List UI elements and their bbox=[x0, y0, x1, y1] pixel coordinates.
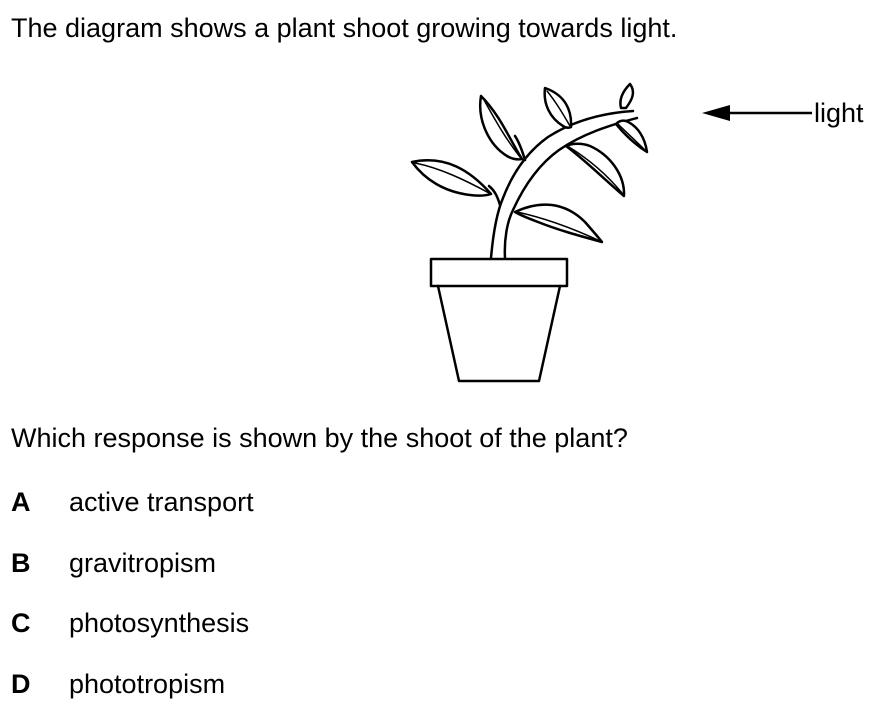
plant-branch bbox=[487, 184, 502, 207]
option-text: active transport bbox=[69, 487, 254, 517]
option-letter: B bbox=[11, 547, 31, 578]
leaf-vein bbox=[617, 123, 646, 151]
leaf-vein bbox=[414, 162, 490, 194]
leaf-vein bbox=[546, 90, 571, 127]
option-letter: C bbox=[11, 608, 31, 638]
option-letter: D bbox=[11, 668, 31, 699]
leaf-vein bbox=[516, 211, 601, 242]
plant-leaf bbox=[410, 159, 493, 197]
plant-leaf bbox=[619, 82, 635, 110]
pot-body bbox=[436, 284, 562, 383]
leaf-vein bbox=[483, 99, 521, 158]
question-stem: The diagram shows a plant shoot growing … bbox=[11, 13, 678, 43]
pot-rim bbox=[429, 257, 569, 288]
plant-leaf bbox=[564, 142, 626, 198]
plant-stem bbox=[489, 109, 639, 260]
option-text: gravitropism bbox=[69, 547, 217, 578]
question-prompt: Which response is shown by the shoot of … bbox=[11, 423, 628, 453]
option-letter: A bbox=[11, 487, 31, 517]
leaf-vein bbox=[568, 146, 623, 194]
option-text: phototropism bbox=[69, 668, 226, 699]
light-label: light bbox=[814, 98, 864, 128]
option-text: photosynthesis bbox=[69, 608, 250, 638]
plant-branch bbox=[513, 134, 527, 162]
plant-diagram bbox=[390, 75, 870, 390]
plant-in-pot-icon bbox=[410, 82, 812, 383]
arrow-left-icon bbox=[702, 105, 812, 121]
